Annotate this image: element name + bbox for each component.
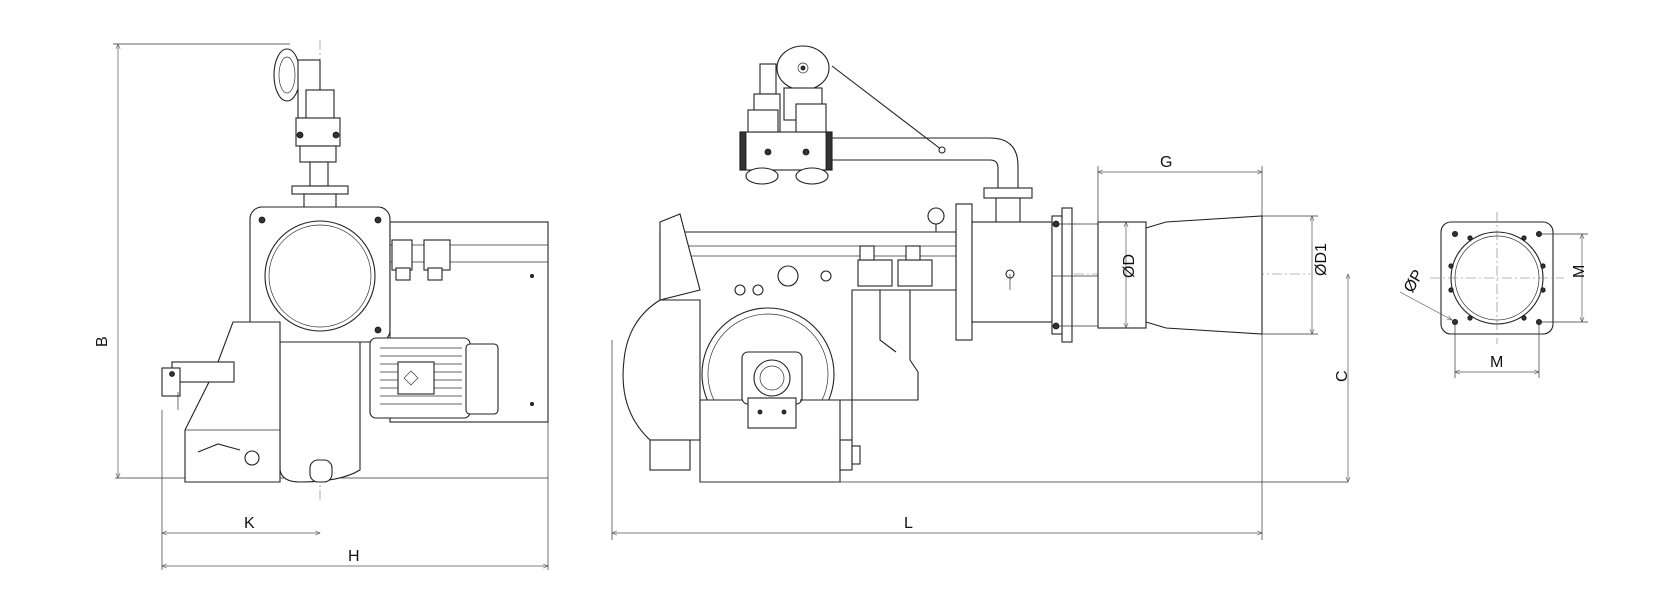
linkage-rod [831, 65, 943, 151]
front-view: G ØD ØD1 C L [612, 45, 1351, 540]
dim-label-c: C [1334, 370, 1351, 382]
side-view: B K H [94, 40, 548, 570]
dim-label-m-vertical: M [1571, 265, 1588, 278]
dim-label-k: K [244, 515, 255, 532]
combustion-head [1145, 215, 1263, 335]
dim-label-op: ØP [1401, 267, 1427, 296]
dim-label-m-horizontal: M [1490, 354, 1503, 371]
air-inlet-box [249, 206, 391, 343]
flange-view: ØP M M [1399, 212, 1588, 378]
oil-pump-icon [741, 351, 803, 429]
mounting-flange [955, 203, 973, 341]
blast-tube [1097, 221, 1147, 329]
dim-label-l: L [904, 515, 913, 532]
dim-label-od1: ØD1 [1313, 243, 1330, 276]
dim-label-b: B [94, 336, 111, 347]
dim-label-h: H [348, 548, 360, 565]
gas-train-icon [739, 45, 833, 185]
side-motor-icon [369, 337, 499, 419]
dim-label-g: G [1160, 154, 1172, 171]
side-gas-valve-icon [273, 48, 341, 187]
dim-label-od: ØD [1121, 254, 1138, 278]
